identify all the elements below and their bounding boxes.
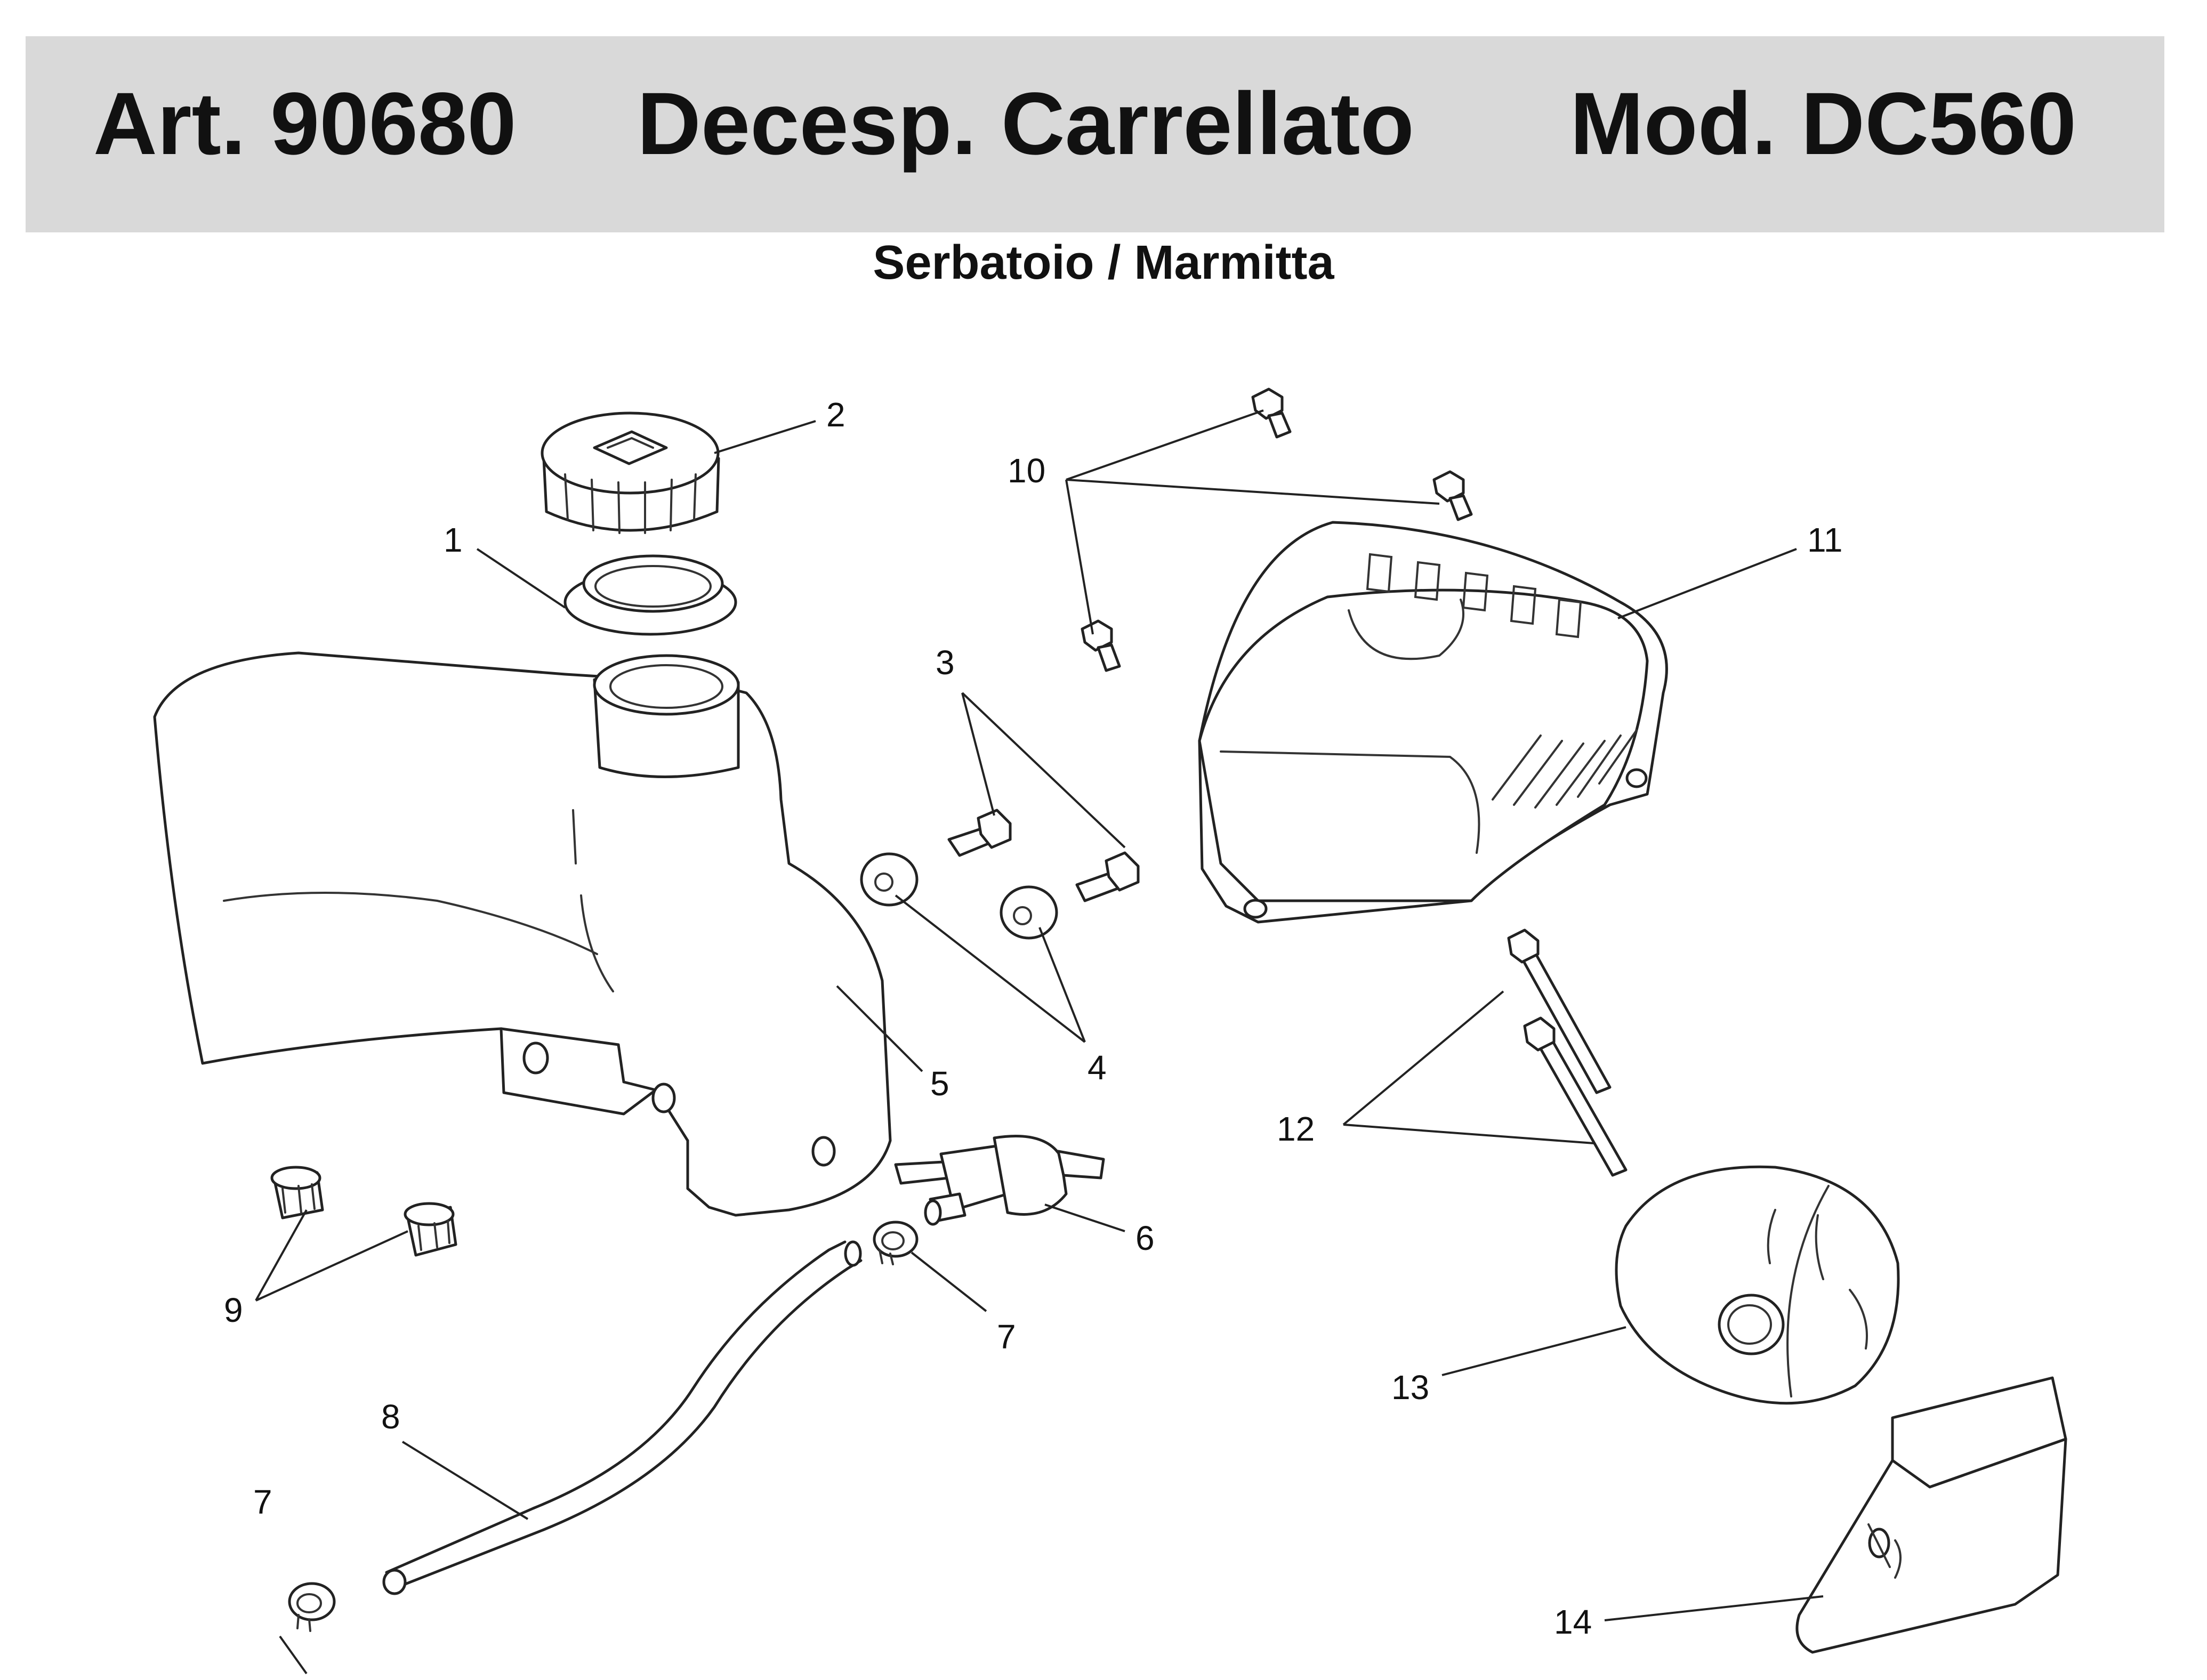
part-4-grommets xyxy=(860,852,1058,940)
callout-10: 10 xyxy=(1008,451,1045,490)
part-7-hose-clamp-lower xyxy=(288,1582,336,1632)
part-3-bolts xyxy=(947,809,1140,902)
part-7-hose-clamp-upper xyxy=(873,1221,919,1265)
callout-labels: 1 2 3 4 5 6 7 7 8 9 10 11 12 13 14 xyxy=(224,395,1842,1641)
part-5-fuel-tank xyxy=(153,651,892,1217)
callout-7-lower: 7 xyxy=(253,1483,272,1521)
part-2-fuel-cap xyxy=(541,411,720,534)
callout-3: 3 xyxy=(936,643,955,682)
part-11-heat-shield xyxy=(1198,521,1668,924)
callout-2: 2 xyxy=(826,395,845,434)
part-6-fuel-valve xyxy=(894,1135,1105,1226)
part-8-fuel-hose xyxy=(382,1240,863,1595)
callout-12: 12 xyxy=(1277,1110,1315,1148)
callout-6: 6 xyxy=(1135,1219,1155,1257)
part-1-filler-ring xyxy=(563,554,737,636)
part-14-gasket-plate xyxy=(1795,1376,2067,1654)
callout-1: 1 xyxy=(444,521,463,559)
callout-9: 9 xyxy=(224,1291,243,1329)
callout-11: 11 xyxy=(1807,521,1842,559)
callout-4: 4 xyxy=(1088,1048,1107,1087)
model-number: Mod. DC560 xyxy=(1570,75,2077,173)
product-name: Decesp. Carrellato xyxy=(637,75,1414,173)
callout-7-upper: 7 xyxy=(997,1318,1016,1356)
section-subtitle: Serbatoio / Marmitta xyxy=(873,236,1334,289)
part-12-long-bolts xyxy=(1507,928,1628,1177)
callout-5: 5 xyxy=(930,1064,949,1103)
callout-13: 13 xyxy=(1391,1368,1429,1407)
article-number: Art. 90680 xyxy=(93,75,517,173)
callout-14: 14 xyxy=(1554,1603,1592,1641)
part-9-caps xyxy=(270,1166,457,1257)
callout-8: 8 xyxy=(381,1398,400,1436)
header-bar xyxy=(26,36,2164,232)
leader-lines xyxy=(255,409,1824,1675)
part-13-muffler xyxy=(1615,1165,1900,1405)
